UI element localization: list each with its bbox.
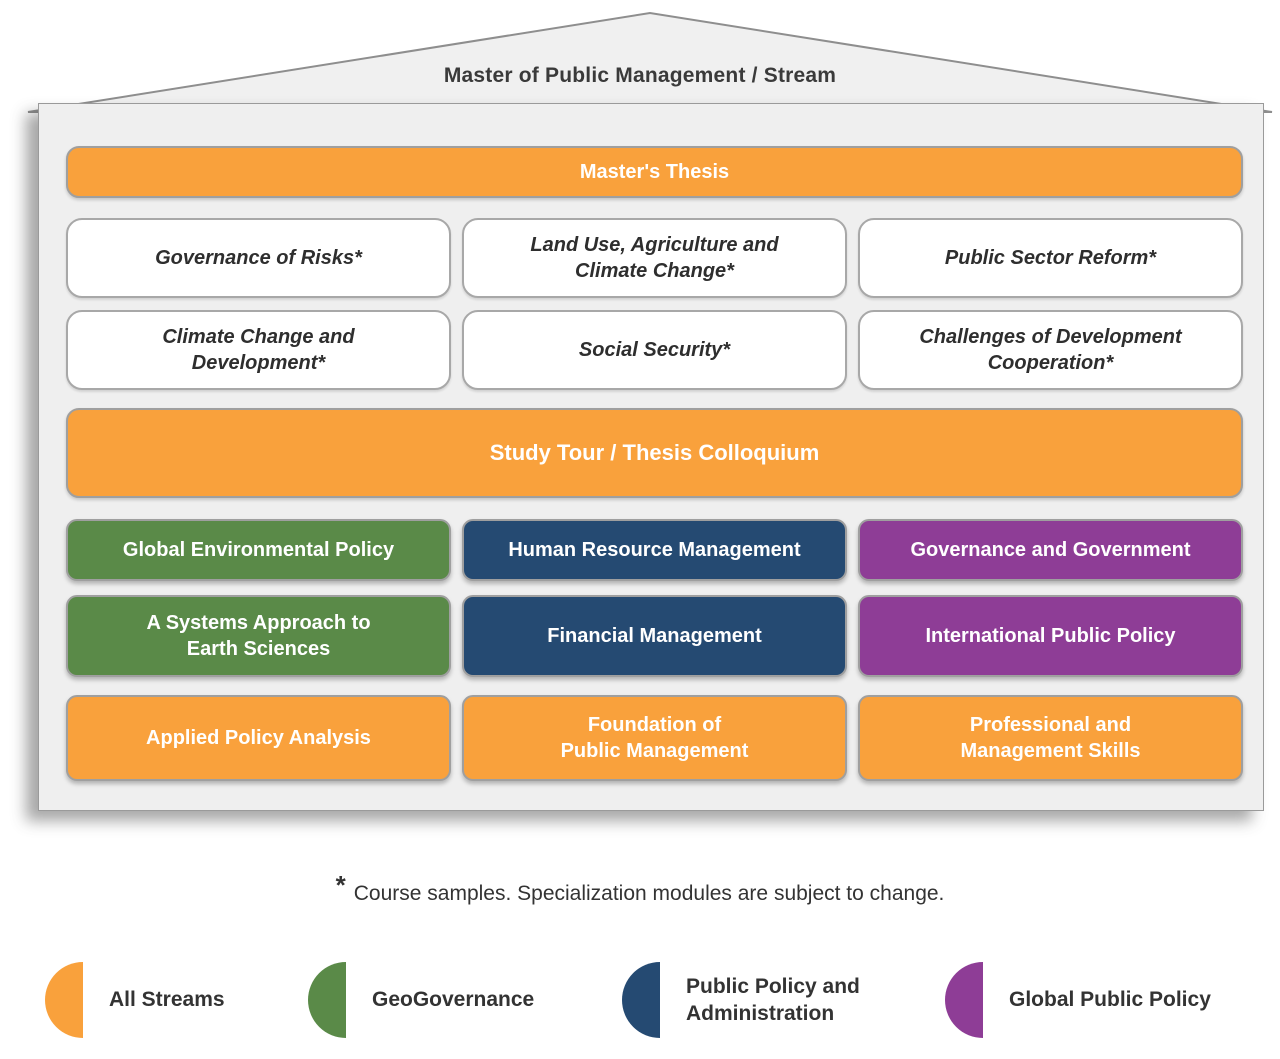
module-human-resource-management: Human Resource Management bbox=[462, 519, 847, 581]
asterisk-symbol: * bbox=[335, 870, 346, 900]
course-challenges-development-cooperation: Challenges of Development Cooperation* bbox=[858, 310, 1243, 390]
all-streams-swatch-icon bbox=[45, 962, 83, 1038]
masters-thesis-bar: Master's Thesis bbox=[66, 146, 1243, 198]
legend-label: Public Policy and Administration bbox=[686, 974, 860, 1025]
legend-label: All Streams bbox=[109, 988, 225, 1012]
module-label: Governance and Government bbox=[910, 539, 1191, 561]
study-tour-label: Study Tour / Thesis Colloquium bbox=[489, 440, 820, 465]
module-applied-policy-analysis: Applied Policy Analysis bbox=[66, 695, 451, 781]
module-label: Foundation of Public Management bbox=[560, 714, 749, 762]
module-governance-and-government: Governance and Government bbox=[858, 519, 1243, 581]
module-global-environmental-policy: Global Environmental Policy bbox=[66, 519, 451, 581]
module-label: Professional and Management Skills bbox=[960, 714, 1141, 762]
course-climate-change-development: Climate Change and Development* bbox=[66, 310, 451, 390]
module-systems-approach-earth-sciences: A Systems Approach to Earth Sciences bbox=[66, 595, 451, 677]
module-label: Financial Management bbox=[547, 625, 762, 647]
module-international-public-policy: International Public Policy bbox=[858, 595, 1243, 677]
module-financial-management: Financial Management bbox=[462, 595, 847, 677]
study-tour-colloquium-bar: Study Tour / Thesis Colloquium bbox=[66, 408, 1243, 498]
course-label: Social Security* bbox=[578, 339, 731, 361]
course-label: Public Sector Reform* bbox=[944, 247, 1157, 269]
legend-item-public-policy-administration: Public Policy and Administration bbox=[622, 962, 860, 1038]
footnote: * Course samples. Specialization modules … bbox=[0, 870, 1280, 906]
course-label: Land Use, Agriculture and Climate Change… bbox=[530, 234, 779, 282]
module-label: Human Resource Management bbox=[508, 539, 801, 561]
module-label: International Public Policy bbox=[925, 625, 1176, 647]
masters-thesis-label: Master's Thesis bbox=[579, 160, 730, 183]
page-title: Master of Public Management / Stream bbox=[443, 64, 837, 87]
legend-label: Global Public Policy bbox=[1009, 988, 1211, 1012]
legend-item-global-public-policy: Global Public Policy bbox=[945, 962, 1211, 1038]
course-land-use-agriculture-climate-change: Land Use, Agriculture and Climate Change… bbox=[462, 218, 847, 298]
course-label: Climate Change and Development* bbox=[162, 326, 355, 374]
course-social-security: Social Security* bbox=[462, 310, 847, 390]
course-label: Governance of Risks* bbox=[155, 247, 362, 269]
module-foundation-public-management: Foundation of Public Management bbox=[462, 695, 847, 781]
legend-label: GeoGovernance bbox=[372, 988, 535, 1012]
module-label: Global Environmental Policy bbox=[122, 539, 395, 561]
geogovernance-swatch-icon bbox=[308, 962, 346, 1038]
course-governance-of-risks: Governance of Risks* bbox=[66, 218, 451, 298]
course-label: Challenges of Development Cooperation* bbox=[919, 326, 1182, 374]
public-policy-administration-swatch-icon bbox=[622, 962, 660, 1038]
module-label: A Systems Approach to Earth Sciences bbox=[146, 612, 371, 660]
global-public-policy-swatch-icon bbox=[945, 962, 983, 1038]
footnote-text: Course samples. Specialization modules a… bbox=[353, 882, 945, 905]
legend-item-geogovernance: GeoGovernance bbox=[308, 962, 534, 1038]
module-label: Applied Policy Analysis bbox=[146, 727, 371, 749]
module-professional-management-skills: Professional and Management Skills bbox=[858, 695, 1243, 781]
curriculum-panel: Master's Thesis Governance of Risks* Lan… bbox=[38, 103, 1264, 811]
legend-item-all-streams: All Streams bbox=[45, 962, 225, 1038]
course-public-sector-reform: Public Sector Reform* bbox=[858, 218, 1243, 298]
